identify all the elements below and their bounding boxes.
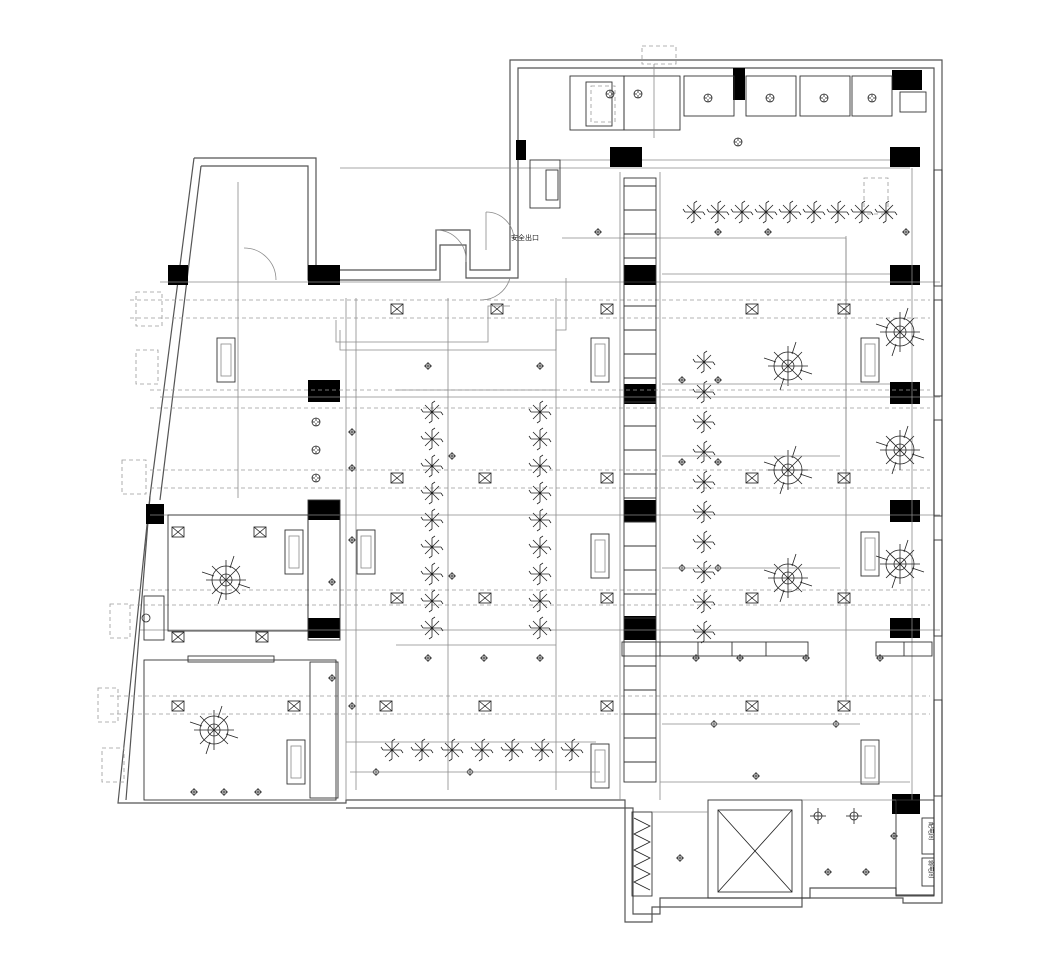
spotlight-icon <box>675 853 685 863</box>
cable-tray-horizontal <box>621 641 933 657</box>
tree-light-icon <box>692 500 716 524</box>
spotlight-icon <box>447 571 457 581</box>
spotlight-icon <box>713 457 723 467</box>
tree-light-icon <box>528 427 552 451</box>
tree-light-icon <box>692 470 716 494</box>
spotlight-icon <box>327 673 337 683</box>
spotlight-icon <box>713 375 723 385</box>
bottom-zigzag-grille <box>633 817 651 891</box>
tree-light-icon <box>850 200 874 224</box>
spotlight-icon <box>327 577 337 587</box>
tree-light-icon <box>420 589 444 613</box>
spotlight-icon <box>677 457 687 467</box>
tree-light-icon <box>420 400 444 424</box>
spotlight-icon <box>219 787 229 797</box>
chandelier-icon <box>875 425 925 475</box>
spotlight-icon <box>713 227 723 237</box>
structural-columns <box>146 68 922 814</box>
tree-light-icon <box>778 200 802 224</box>
tree-light-icon <box>692 350 716 374</box>
spotlight-icon <box>861 867 871 877</box>
tree-light-icon <box>528 589 552 613</box>
tree-light-icon <box>420 535 444 559</box>
spotlights <box>189 227 911 877</box>
chandelier-icon <box>875 307 925 357</box>
spotlight-icon <box>875 653 885 663</box>
spotlight-icon <box>479 653 489 663</box>
exit-door <box>243 211 515 301</box>
tree-light-fixtures <box>420 350 716 644</box>
tree-light-icon <box>874 200 898 224</box>
spotlight-icon <box>889 831 899 841</box>
spotlight-icon <box>535 653 545 663</box>
tree-light-icon <box>528 535 552 559</box>
tree-light-icon <box>420 454 444 478</box>
chandelier-icon <box>189 705 239 755</box>
spotlight-icon <box>447 451 457 461</box>
spotlight-icon <box>253 787 263 797</box>
spotlight-icon <box>801 653 811 663</box>
tree-light-icon <box>692 620 716 644</box>
tree-light-icon <box>420 562 444 586</box>
tree-light-icon <box>692 590 716 614</box>
spotlight-icon <box>423 361 433 371</box>
tree-light-icon <box>528 616 552 640</box>
tree-light-icon <box>420 427 444 451</box>
tree-light-icon <box>528 562 552 586</box>
spotlight-icon <box>535 361 545 371</box>
chandelier-icon <box>763 445 813 495</box>
beam-grid <box>110 167 940 800</box>
bottom-rooms <box>631 799 935 899</box>
tree-light-icon <box>730 200 754 224</box>
room-label-a: 配电间 <box>927 822 935 840</box>
tree-light-icon <box>826 200 850 224</box>
left-rooms <box>97 291 341 801</box>
tree-light-icon <box>706 200 730 224</box>
tree-light-icon <box>692 560 716 584</box>
spotlight-icon <box>763 227 773 237</box>
tree-light-icon <box>528 508 552 532</box>
top-rooms <box>529 45 943 797</box>
conduits <box>335 273 910 783</box>
pendant-fixtures <box>311 89 877 483</box>
chandelier-icon <box>201 555 251 605</box>
ac-panels <box>216 85 889 789</box>
tree-light-icon <box>692 440 716 464</box>
spotlight-icon <box>901 227 911 237</box>
spotlight-icon <box>423 653 433 663</box>
spotlight-icon <box>735 653 745 663</box>
spotlight-icon <box>593 227 603 237</box>
cable-tray-vertical <box>623 177 657 783</box>
tree-light-icon <box>692 530 716 554</box>
chandelier-icon <box>763 553 813 603</box>
tree-light-icon <box>754 200 778 224</box>
chandelier-icon <box>875 539 925 589</box>
spotlight-icon <box>347 535 357 545</box>
tree-light-icon <box>420 616 444 640</box>
bottom-pendants <box>810 808 862 824</box>
spotlight-icon <box>751 771 761 781</box>
chandelier-icon <box>763 341 813 391</box>
tree-light-icon <box>802 200 826 224</box>
tree-light-icon <box>528 481 552 505</box>
tree-light-icon <box>692 410 716 434</box>
spotlight-icon <box>691 653 701 663</box>
tree-light-icon <box>420 481 444 505</box>
tree-light-icon <box>420 508 444 532</box>
spotlight-icon <box>823 867 833 877</box>
spotlight-icon <box>347 701 357 711</box>
exit-label: 安全出口 <box>511 233 539 242</box>
spotlight-icon <box>189 787 199 797</box>
tree-light-icon <box>528 454 552 478</box>
diffusers <box>171 303 851 712</box>
tree-light-icon <box>528 400 552 424</box>
tree-light-icon <box>682 200 706 224</box>
spotlight-icon <box>347 427 357 437</box>
room-label-b: 弱电间 <box>927 860 935 878</box>
spotlight-icon <box>347 463 357 473</box>
spotlight-icon <box>677 375 687 385</box>
